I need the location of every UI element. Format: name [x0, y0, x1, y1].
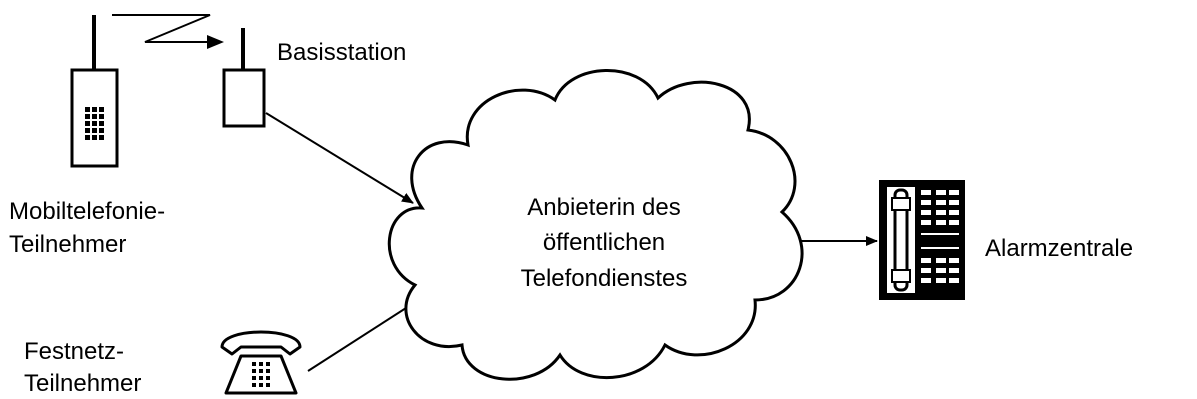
base-station-icon: [222, 28, 266, 128]
rotary-phone-icon: [220, 330, 302, 395]
landline-to-network-arrow: [307, 298, 421, 372]
landline-subscriber-label-line1: Festnetz-: [24, 338, 125, 365]
mobile-subscriber-label-line1: Mobiltelefonie-: [9, 198, 166, 225]
mobile-subscriber-label-line2: Teilnehmer: [9, 231, 127, 258]
provider-label-line3: Telefondienstes: [520, 265, 688, 292]
lightning-arrow-icon: [112, 14, 224, 49]
landline-subscriber-label-line2: Teilnehmer: [24, 370, 142, 397]
alarm-console-icon: [879, 180, 965, 300]
provider-label-line2: öffentlichen: [542, 229, 666, 256]
provider-label-line1: Anbieterin des: [527, 194, 681, 221]
mobile-phone-icon: [70, 15, 119, 168]
base-station-label: Basisstation: [277, 39, 407, 66]
base-station-to-network-arrow: [265, 112, 414, 204]
cloud-icon: [387, 69, 804, 381]
alarm-center-label: Alarmzentrale: [985, 235, 1134, 262]
